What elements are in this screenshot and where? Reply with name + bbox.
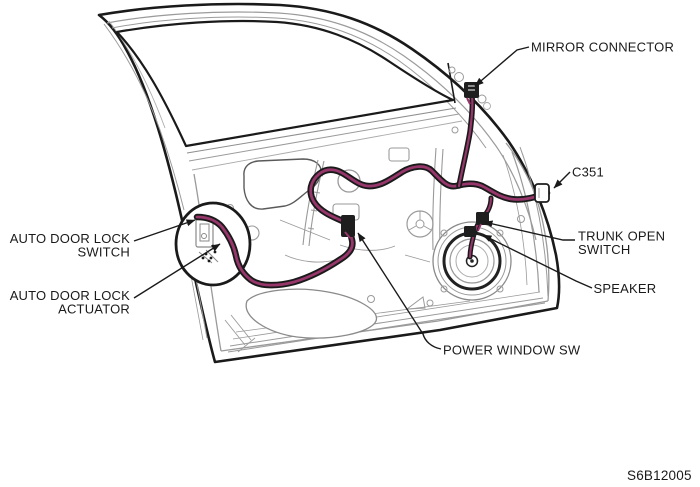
- power-window-switch-connector: [341, 215, 355, 239]
- harness-mirror-branch-core: [457, 95, 474, 188]
- panel-bracket-2: [388, 147, 410, 162]
- label-auto-door-lock-switch-line1: AUTO DOOR LOCK: [10, 231, 130, 246]
- panel-contour-3: [404, 254, 431, 263]
- frame-inner-line-1: [106, 11, 537, 241]
- glass-outline: [115, 19, 455, 148]
- a-pillar-inner-line-1: [103, 23, 185, 211]
- bolt-5: [451, 126, 459, 134]
- belt-trim-lines: [186, 107, 463, 171]
- door-jamb-line-2: [519, 146, 549, 297]
- label-mirror-connector: MIRROR CONNECTOR: [531, 40, 674, 55]
- label-auto-door-lock-actuator-line2: ACTUATOR: [58, 302, 130, 317]
- mirror-connector-leader: [474, 46, 530, 87]
- wiring-harness: [193, 94, 551, 289]
- figure-code: S6B12005: [627, 468, 692, 483]
- c351-leader: [553, 171, 571, 189]
- speaker-center-dot: [470, 259, 474, 263]
- lower-panel-opening: [245, 288, 377, 339]
- auto-door-lock-actuator-leader: [133, 243, 221, 299]
- label-c351: C351: [572, 165, 604, 180]
- labels: MIRROR CONNECTOR C351 TRUNK OPEN SWITCH …: [10, 40, 692, 484]
- sill-line-1: [227, 302, 546, 353]
- sill-bracket-hole-2: [426, 299, 434, 307]
- panel-boundary-bottom: [220, 300, 549, 352]
- label-power-window-sw: POWER WINDOW SW: [443, 343, 581, 358]
- panel-contour-4: [284, 254, 336, 263]
- upper-panel-opening: [243, 158, 322, 210]
- detail-circle: [174, 201, 252, 287]
- door-jamb-line-1: [511, 151, 540, 293]
- guide-rail-right-1: [432, 147, 437, 251]
- speaker-screws: [440, 229, 504, 293]
- speaker-leader: [482, 234, 593, 289]
- sill-bracket-2: [405, 296, 426, 310]
- harness-trunk-branch-core: [469, 197, 492, 258]
- leader-lines: [133, 46, 593, 350]
- window-glass: [115, 19, 491, 171]
- c351-connector: [534, 183, 550, 203]
- label-auto-door-lock-actuator-line1: AUTO DOOR LOCK: [10, 288, 130, 303]
- hinge-lines: [224, 314, 256, 353]
- panel-contour-1: [279, 219, 331, 241]
- bolt-2: [367, 295, 375, 303]
- power-window-sw-leader: [357, 232, 442, 350]
- sail-area-details: [448, 66, 491, 110]
- label-auto-door-lock-switch-line2: SWITCH: [78, 245, 130, 260]
- trunk-open-switch-leader: [483, 220, 575, 241]
- label-speaker: SPEAKER: [594, 281, 657, 296]
- regulator-spokes: [408, 211, 432, 231]
- sill-line-2: [229, 297, 544, 347]
- harness-main-run-core: [195, 165, 549, 287]
- connectors: [341, 82, 550, 239]
- auto-door-lock-switch-leader: [133, 219, 196, 242]
- inner-panel-details: [180, 126, 550, 353]
- guide-rail-left-1: [302, 159, 319, 246]
- label-trunk-open-switch-line1: TRUNK OPEN: [578, 229, 665, 244]
- label-trunk-open-switch-line2: SWITCH: [578, 242, 630, 257]
- bolt-4: [517, 215, 525, 223]
